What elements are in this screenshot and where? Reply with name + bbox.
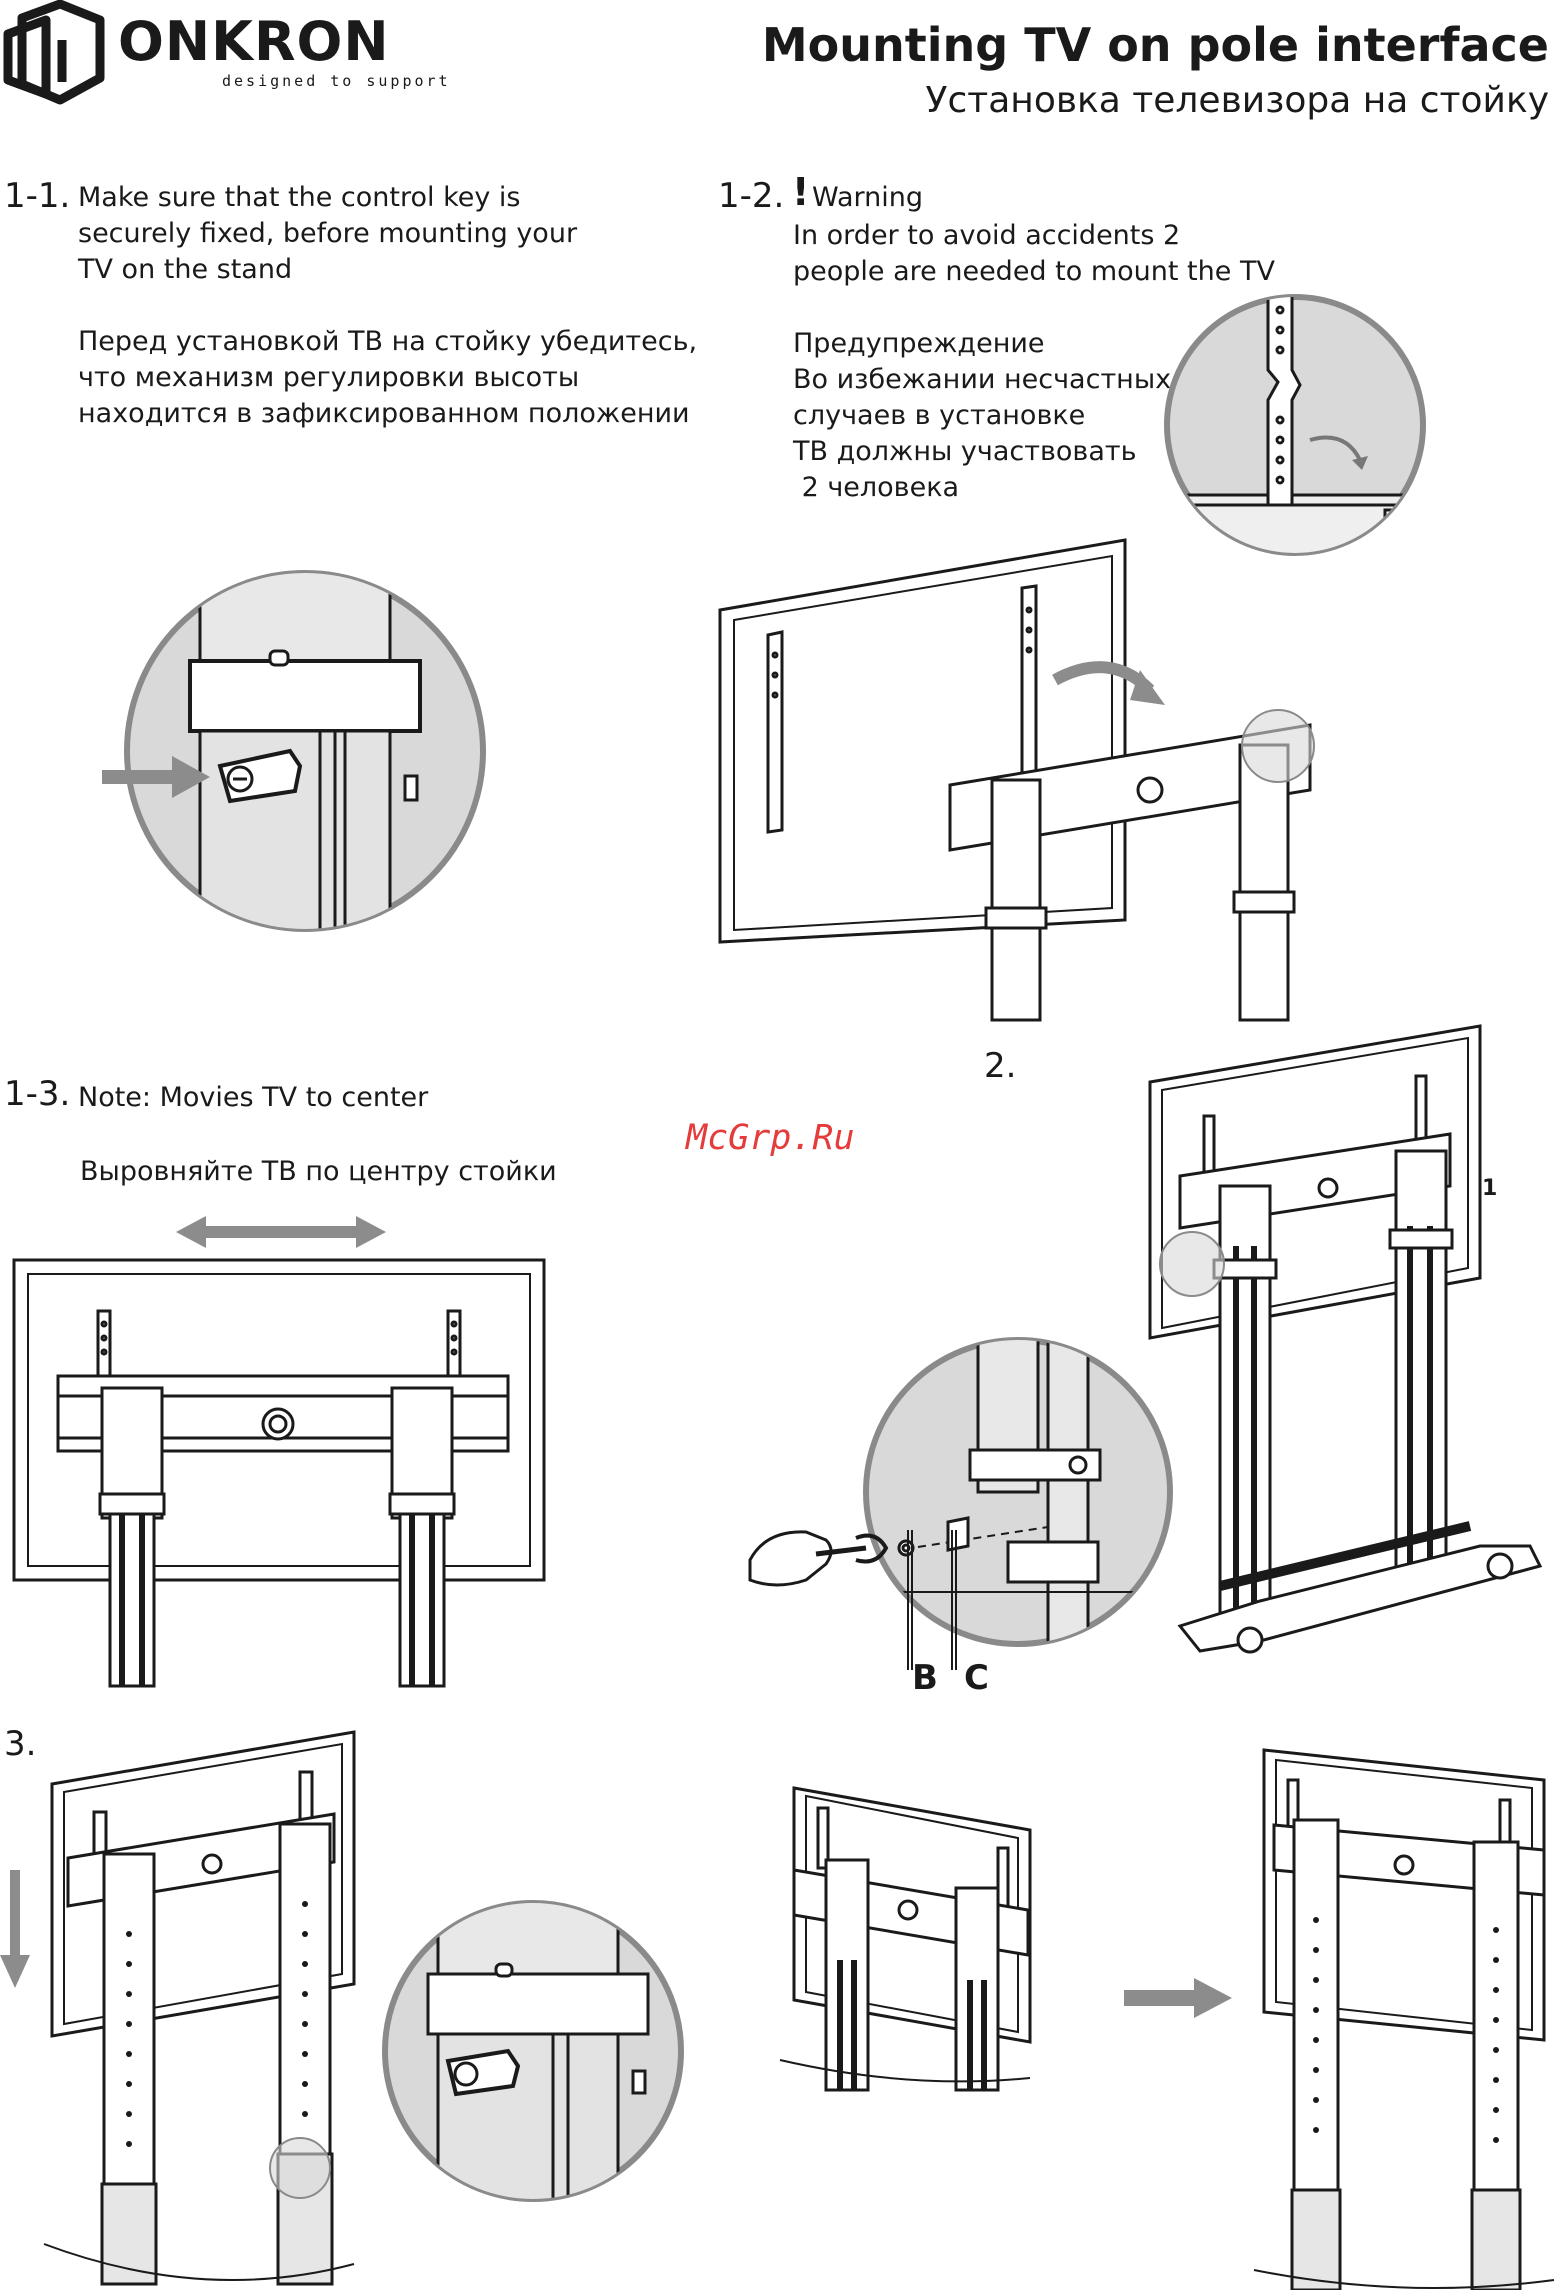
arrow-right-icon	[1124, 1978, 1232, 2018]
step-1-3-text-en: Note: Movies TV to center	[78, 1082, 429, 1113]
arrow-down-icon	[0, 1870, 30, 1988]
warning-label: Warning	[812, 182, 924, 213]
part-label-c: C	[964, 1658, 989, 1698]
control-key-detail-lens	[124, 570, 486, 932]
callout-number-1: 1	[1482, 1176, 1498, 1201]
screw-fixing-detail-lens	[863, 1337, 1173, 1647]
stand-before-adjust-illustration	[779, 1786, 1032, 2092]
hook-detail-lens	[1164, 294, 1426, 556]
tv-centering-illustration	[12, 1258, 546, 1688]
step-number-3: 3.	[4, 1724, 37, 1764]
tv-mount-lift-illustration	[718, 538, 1315, 1022]
label-leader-lines	[907, 1530, 957, 1670]
height-lock-detail-lens	[382, 1900, 684, 2202]
step-number-1-3: 1-3.	[4, 1074, 71, 1114]
step-1-1-text-ru: Перед установкой ТВ на стойку убедитесь,…	[78, 326, 698, 429]
stand-after-adjust-illustration	[1253, 1748, 1555, 2290]
double-arrow-icon	[176, 1216, 386, 1248]
watermark: McGrp.Ru	[686, 1118, 855, 1158]
page-subtitle: Установка телевизора на стойку	[925, 80, 1549, 121]
part-label-b: B	[912, 1658, 938, 1698]
step-1-2-text-en: In order to avoid accidents 2 people are…	[793, 220, 1275, 287]
warning-exclamation-icon: !	[792, 170, 810, 214]
stand-with-tv-illustration	[1148, 1024, 1543, 1654]
step-number-1-1: 1-1.	[4, 176, 71, 216]
arrow-right-icon	[102, 756, 210, 798]
step-1-3-text-ru: Выровняйте ТВ по центру стойки	[80, 1156, 557, 1187]
step-number-1-2: 1-2.	[718, 176, 785, 216]
step-number-2: 2.	[984, 1046, 1017, 1086]
brand-tagline: designed to support	[222, 72, 451, 90]
hand-with-screwdriver-icon	[748, 1530, 915, 1587]
step-1-1-text-en: Make sure that the control key is secure…	[78, 182, 578, 285]
onkron-logo-icon	[3, 0, 105, 105]
brand-name: ONKRON	[118, 10, 390, 73]
page-title: Mounting TV on pole interface	[761, 18, 1549, 72]
stand-height-adjust-illustration	[43, 1730, 356, 2286]
step-1-2-text-ru: Предупреждение Во избежании несчастных с…	[793, 328, 1172, 503]
